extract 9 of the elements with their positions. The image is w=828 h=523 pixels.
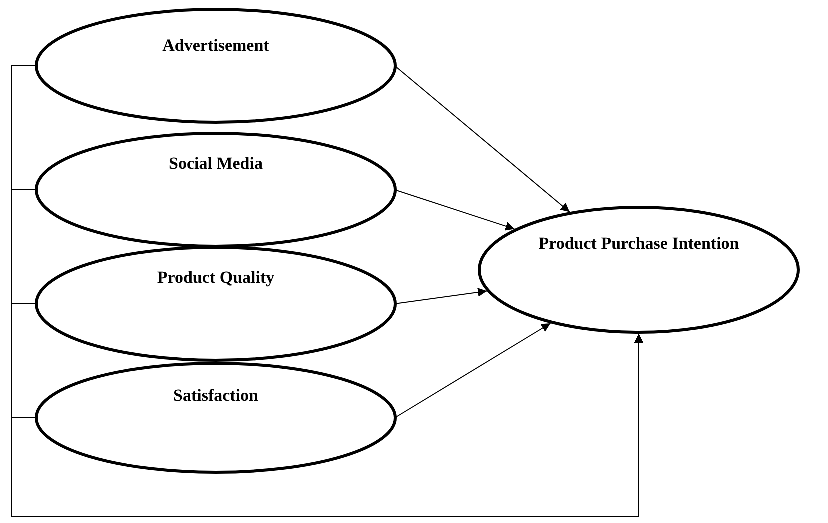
node-label: Social Media [168,154,264,174]
node-label: Satisfaction [172,386,260,406]
node-label: Advertisement [162,36,270,56]
arrow [394,323,552,418]
arrow [394,66,570,213]
node-label: Product Quality [156,268,276,288]
node-label: Product Purchase Intention [538,234,740,254]
arrow [394,190,516,231]
arrow [394,288,488,304]
